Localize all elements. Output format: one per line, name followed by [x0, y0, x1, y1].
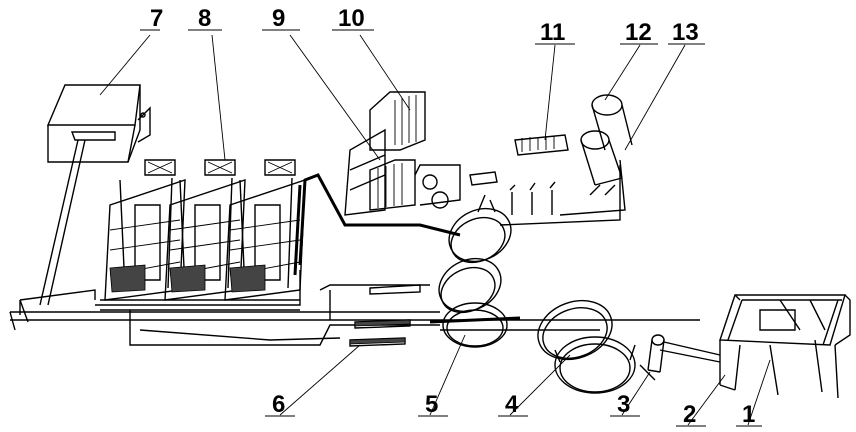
callout-13: 13 — [672, 19, 699, 46]
item-7-tank — [39, 84, 151, 306]
callout-3: 3 — [617, 391, 630, 418]
callout-4: 4 — [505, 391, 519, 418]
callout-8: 8 — [198, 5, 211, 32]
item-12-13-vessels — [559, 94, 633, 216]
item-4-coil — [537, 299, 636, 394]
callout-12: 12 — [625, 19, 652, 46]
frame-unit — [224, 159, 306, 301]
callout-5: 5 — [425, 391, 438, 418]
item-5-coil — [429, 194, 700, 348]
item-3-pump — [639, 334, 721, 381]
callout-7: 7 — [150, 5, 163, 32]
callout-6: 6 — [272, 391, 285, 418]
main-piping-frame — [9, 173, 461, 346]
callout-2: 2 — [683, 401, 696, 428]
item-11-panel — [499, 134, 621, 226]
item-9-10-racks — [344, 91, 498, 216]
callout-1: 1 — [742, 401, 755, 428]
frame-unit — [104, 159, 186, 301]
item-1-2-frame — [719, 294, 851, 399]
leader-lines — [99, 34, 771, 426]
callout-labels: 7 8 9 10 11 12 13 6 5 4 3 2 1 — [140, 5, 762, 428]
callout-10: 10 — [338, 5, 365, 32]
item-8-frames — [100, 159, 306, 311]
callout-9: 9 — [272, 5, 285, 32]
callout-11: 11 — [540, 19, 565, 46]
frame-unit — [164, 159, 246, 301]
item-6-cylinders — [349, 284, 421, 347]
